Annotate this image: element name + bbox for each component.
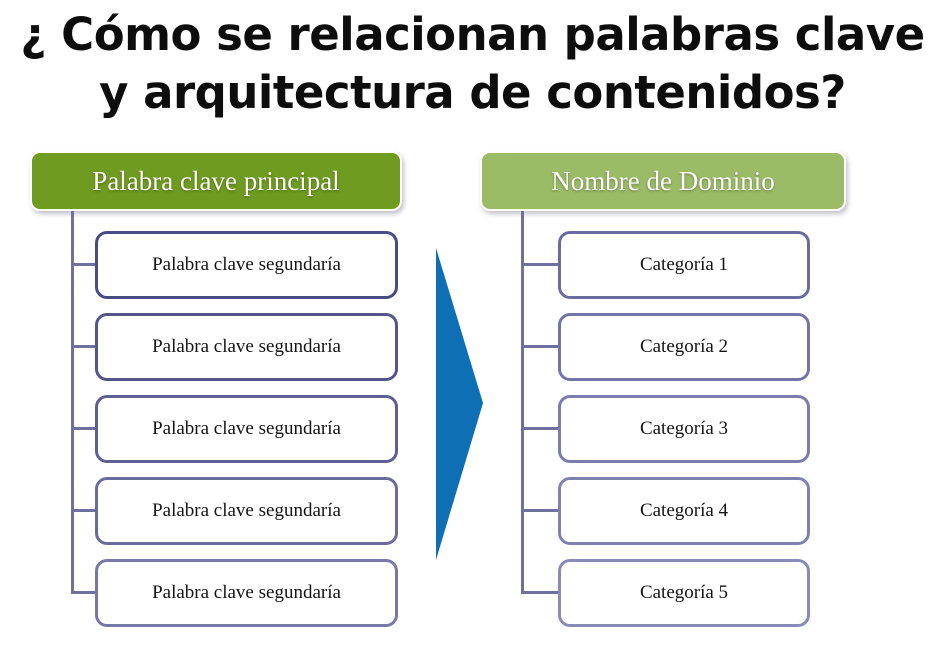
right-stub-5 xyxy=(521,591,561,594)
right-stub-1 xyxy=(521,263,561,266)
right-arrow-icon xyxy=(430,248,490,560)
right-node-3-label: Categoría 3 xyxy=(639,418,729,439)
left-node-4[interactable]: Palabra clave segundaría xyxy=(95,477,398,545)
left-stub-1 xyxy=(71,263,98,266)
right-stub-4 xyxy=(521,509,561,512)
left-node-1[interactable]: Palabra clave segundaría xyxy=(95,231,398,299)
left-node-2[interactable]: Palabra clave segundaría xyxy=(95,313,398,381)
left-node-3[interactable]: Palabra clave segundaría xyxy=(95,395,398,463)
left-node-1-label: Palabra clave segundaría xyxy=(152,254,341,275)
right-branch-header[interactable]: Nombre de Dominio xyxy=(480,151,846,211)
right-node-5[interactable]: Categoría 5 xyxy=(558,559,810,627)
left-stub-5 xyxy=(71,591,98,594)
left-node-4-label: Palabra clave segundaría xyxy=(152,500,341,521)
left-node-3-label: Palabra clave segundaría xyxy=(152,418,341,439)
right-node-1[interactable]: Categoría 1 xyxy=(558,231,810,299)
left-branch-header[interactable]: Palabra clave principal xyxy=(30,151,402,211)
right-node-3[interactable]: Categoría 3 xyxy=(558,395,810,463)
right-node-4-label: Categoría 4 xyxy=(639,500,729,521)
right-node-4[interactable]: Categoría 4 xyxy=(558,477,810,545)
left-branch-header-label: Palabra clave principal xyxy=(92,165,340,196)
left-stub-4 xyxy=(71,509,98,512)
left-node-5[interactable]: Palabra clave segundaría xyxy=(95,559,398,627)
right-stub-2 xyxy=(521,345,561,348)
left-stub-3 xyxy=(71,427,98,430)
right-node-5-label: Categoría 5 xyxy=(639,582,729,603)
right-stub-3 xyxy=(521,427,561,430)
right-trunk-connector xyxy=(521,211,524,593)
right-node-1-label: Categoría 1 xyxy=(639,254,729,275)
right-node-2[interactable]: Categoría 2 xyxy=(558,313,810,381)
left-node-5-label: Palabra clave segundaría xyxy=(152,582,341,603)
left-trunk-connector xyxy=(71,211,74,593)
left-stub-2 xyxy=(71,345,98,348)
right-branch-header-label: Nombre de Dominio xyxy=(551,165,775,196)
page-title: ¿ Cómo se relacionan palabras clave y ar… xyxy=(20,8,925,119)
left-node-2-label: Palabra clave segundaría xyxy=(152,336,341,357)
right-node-2-label: Categoría 2 xyxy=(639,336,729,357)
